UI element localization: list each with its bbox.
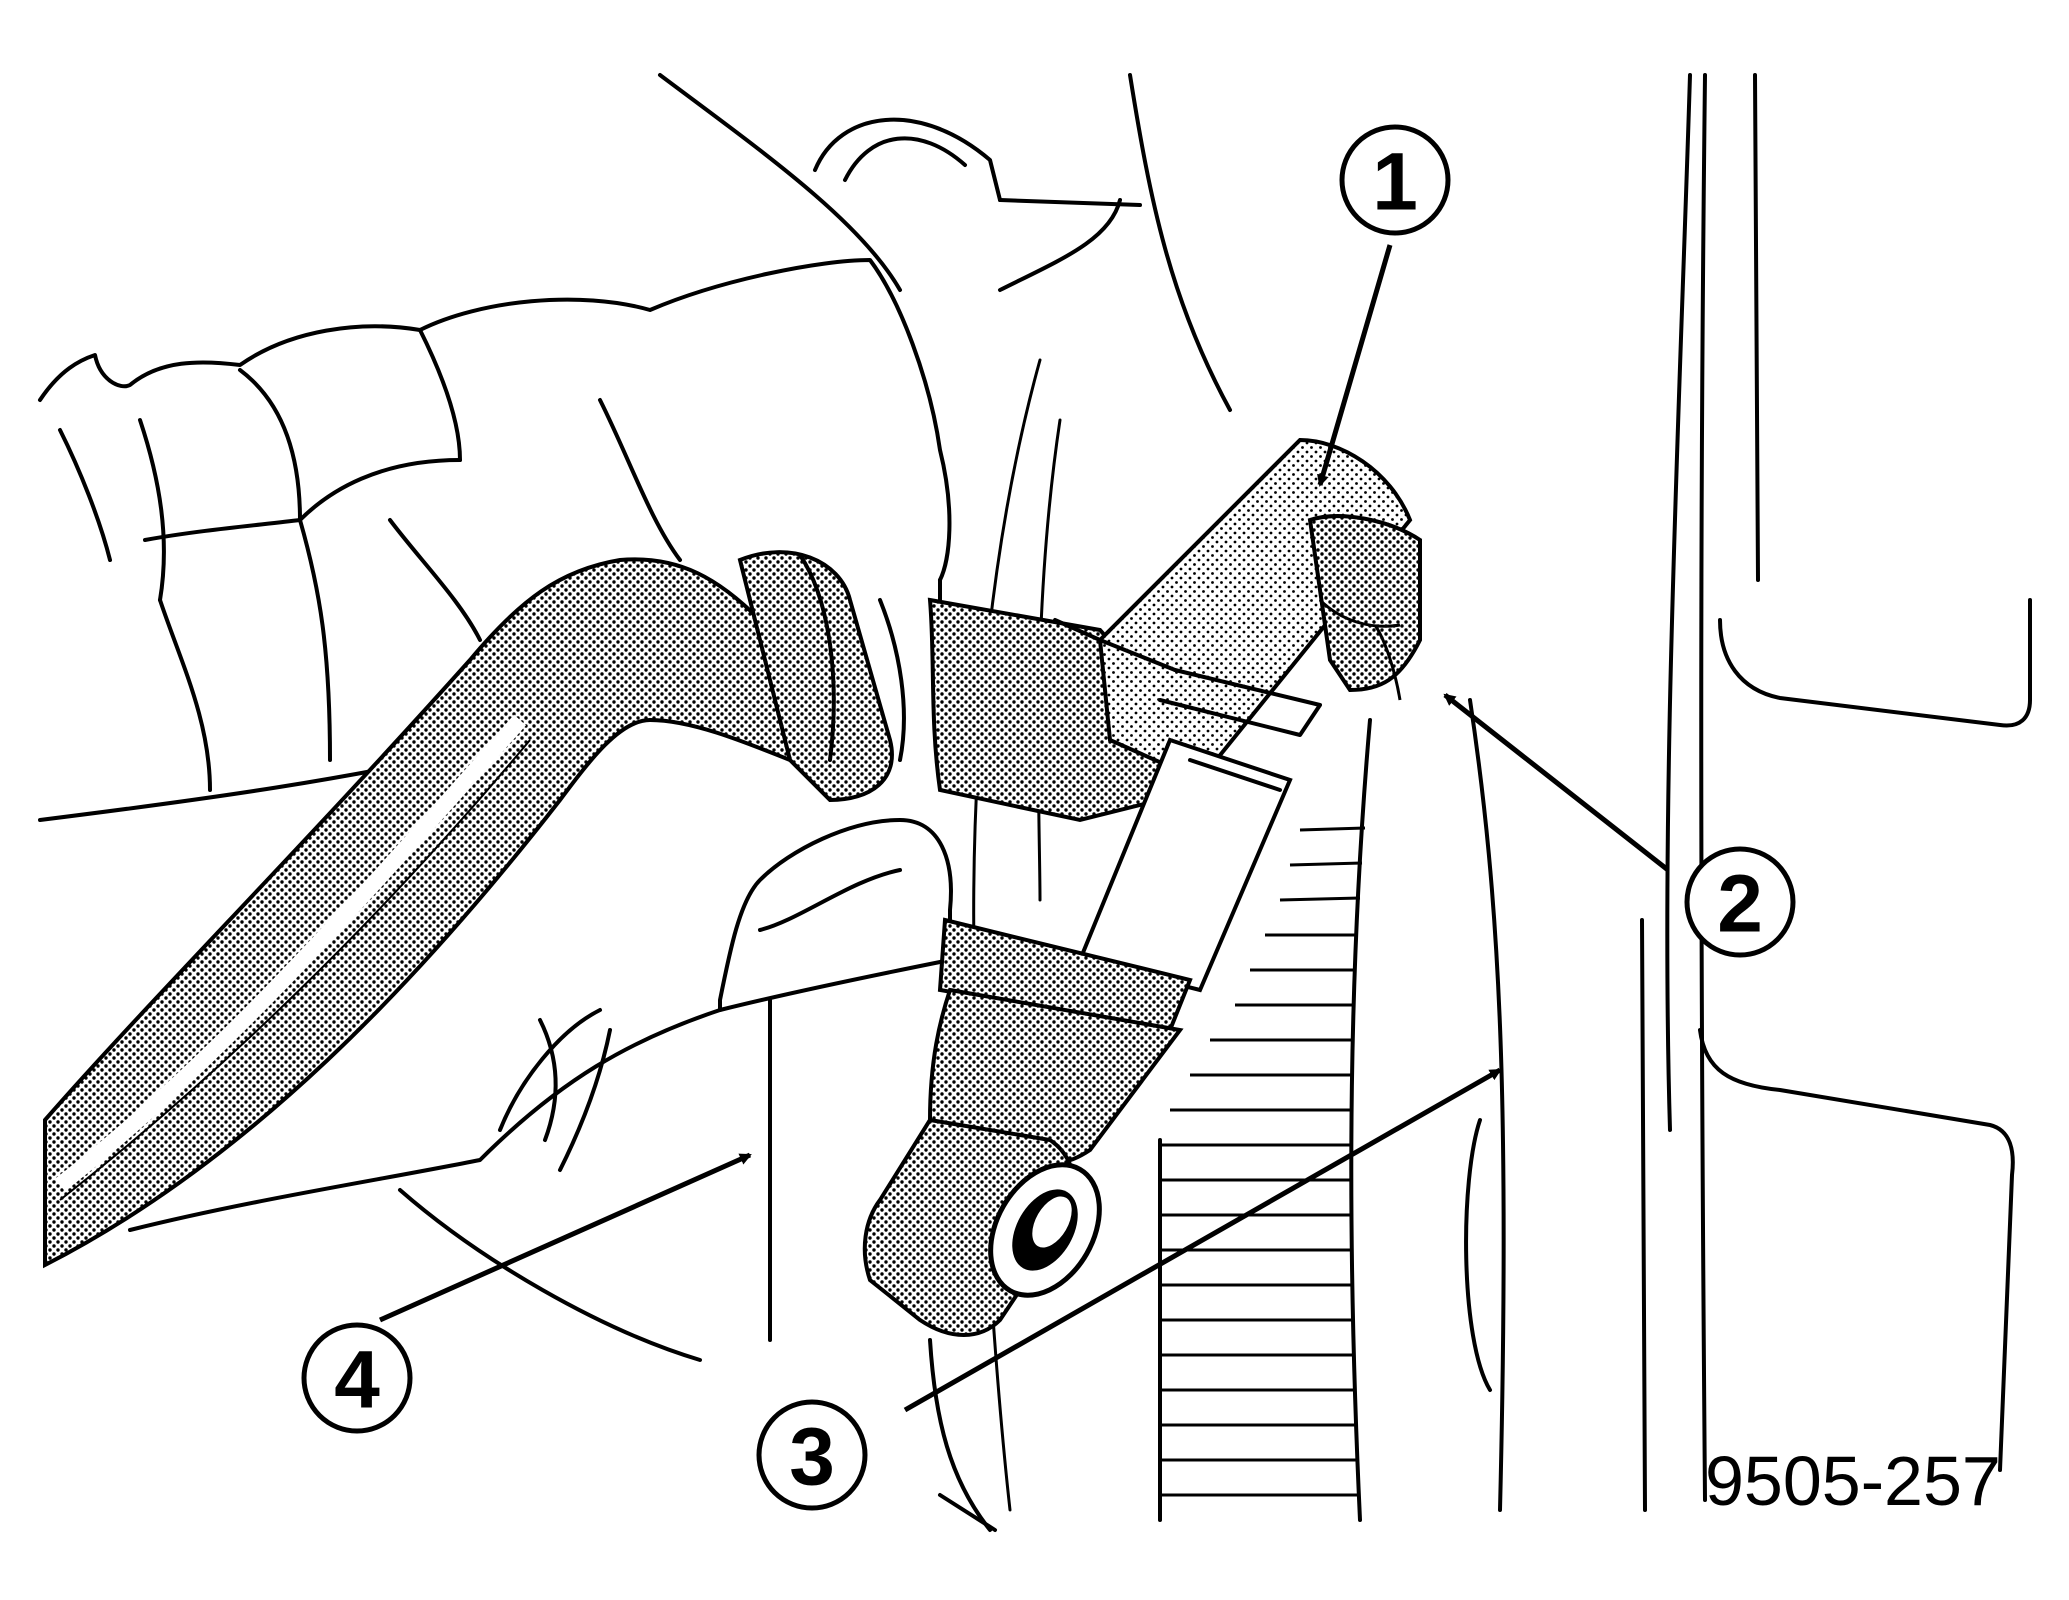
callout-2: 2 bbox=[1684, 846, 1796, 958]
leader-arrows bbox=[378, 244, 1670, 1413]
arrow-2 bbox=[1443, 693, 1670, 872]
callout-3: 3 bbox=[756, 1399, 868, 1511]
figure-id: 9505-257 bbox=[1705, 1442, 2001, 1520]
ring-gear-teeth bbox=[1160, 826, 1366, 1497]
arrow-3 bbox=[903, 1067, 1502, 1413]
callout-4-label: 4 bbox=[334, 1335, 380, 1426]
callout-3-label: 3 bbox=[789, 1412, 835, 1503]
callout-1-label: 1 bbox=[1372, 137, 1418, 228]
callout-4: 4 bbox=[301, 1322, 413, 1434]
arrow-1 bbox=[1317, 244, 1393, 487]
puller-tool-handle bbox=[43, 550, 906, 1269]
removal-tool bbox=[862, 437, 1422, 1337]
callout-2-label: 2 bbox=[1717, 859, 1763, 950]
background-hose bbox=[658, 73, 1142, 292]
engine-block-panel bbox=[1640, 73, 2032, 1512]
gloved-hand bbox=[38, 258, 953, 1362]
callout-1: 1 bbox=[1339, 124, 1451, 236]
arrow-4 bbox=[378, 1152, 752, 1323]
